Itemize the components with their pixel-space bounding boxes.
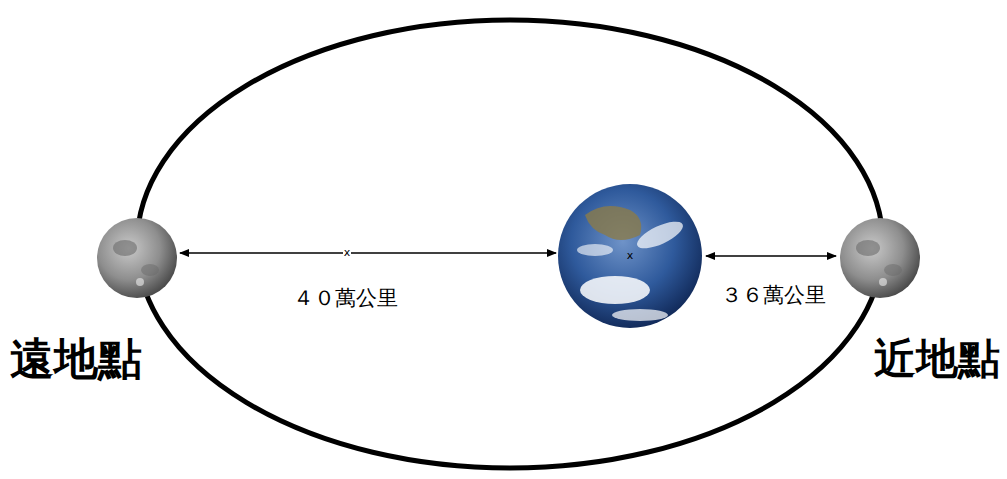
apogee-label: 遠地點 bbox=[10, 335, 142, 383]
earth bbox=[558, 184, 702, 328]
distance-label: ４０萬公里 bbox=[293, 287, 398, 310]
distance-arrow bbox=[706, 255, 836, 256]
distance-label: ３６萬公里 bbox=[721, 284, 826, 307]
distance-arrow bbox=[180, 252, 556, 253]
marker-x: x bbox=[627, 250, 634, 262]
marker-x: x bbox=[343, 247, 352, 259]
perigee-label: 近地點 bbox=[874, 336, 1000, 382]
orbit-ellipse bbox=[137, 20, 883, 468]
moon-perigee bbox=[840, 218, 920, 298]
moon-apogee bbox=[97, 218, 177, 298]
